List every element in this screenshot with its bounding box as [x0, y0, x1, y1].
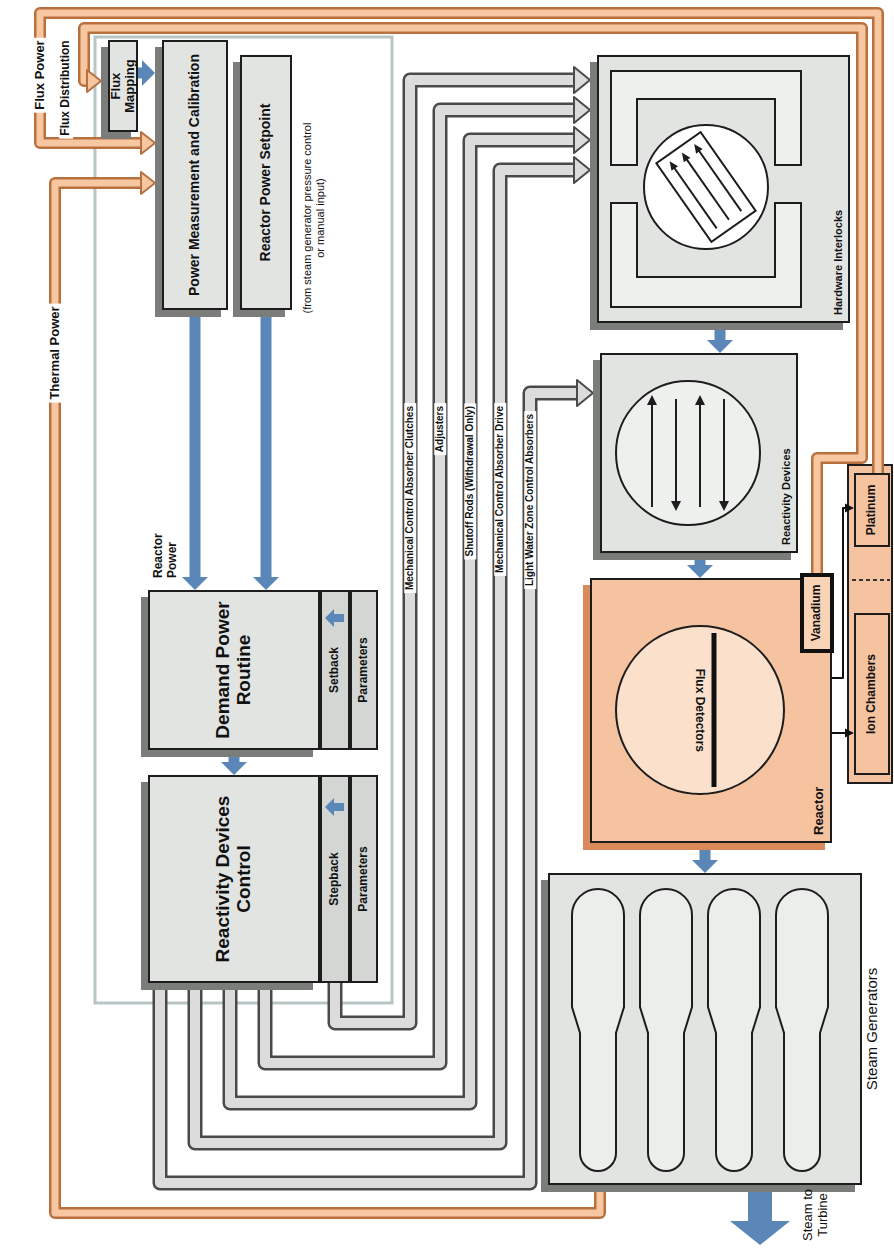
connector-line	[190, 317, 201, 578]
edge-label: Flux Distribution	[59, 37, 73, 138]
process-box: Power Measurement and Calibration	[162, 40, 228, 310]
connector	[707, 330, 733, 353]
steam-arrow	[730, 1191, 790, 1245]
connector-line	[700, 850, 711, 861]
process-box: Demand Power Routine	[148, 590, 320, 750]
arrow-head	[141, 172, 155, 194]
node-label: Hardware Interlocks	[832, 210, 844, 315]
arrow-head	[221, 762, 247, 775]
connector	[253, 317, 279, 590]
arrow-head	[845, 504, 854, 513]
node-heading: Steam Generators	[863, 875, 880, 1183]
node-label: Reactor Power Setpoint	[258, 104, 273, 262]
process-box: Flux Mapping	[108, 40, 138, 132]
edge-label: Flux Power	[33, 37, 48, 112]
arrow-head	[845, 729, 854, 738]
interlock-box: Hardware Interlocks	[597, 55, 850, 323]
connector-line	[715, 330, 726, 341]
node-label: Setback	[328, 647, 341, 693]
node-label: Ion Chambers	[865, 654, 878, 734]
illustration	[550, 875, 860, 1183]
connector	[55, 172, 600, 1213]
connector	[692, 850, 718, 873]
connector-line	[84, 28, 862, 573]
detector-circle: Flux Detectors	[615, 625, 785, 795]
connector	[138, 60, 155, 86]
arrow-head	[574, 157, 590, 183]
reactor-box: Reactor Flux Detectors	[590, 578, 832, 843]
detector-box: Ion Chambers	[854, 613, 890, 775]
edge-label: Mechanical Control Absorber Clutches	[404, 403, 416, 593]
node-label: Flux Mapping	[109, 48, 138, 124]
edge-label: Mechanical Control Absorber Drive	[494, 403, 506, 576]
connector-line	[55, 183, 600, 1213]
process-box: Reactivity Devices Control	[148, 775, 320, 983]
node-label: Parameters	[357, 846, 370, 911]
connector-line	[84, 28, 862, 573]
node-label: Vanadium	[810, 585, 823, 642]
arrow-head	[87, 70, 101, 92]
connector	[84, 28, 862, 573]
function-strip: Setback	[320, 590, 350, 750]
connector	[182, 317, 208, 590]
illustration	[602, 355, 796, 551]
connector-line	[195, 170, 575, 1143]
node-label: Reactivity Devices	[780, 448, 792, 545]
connector-line	[335, 80, 575, 1023]
edge-label: Thermal Power	[48, 303, 63, 402]
node-label: Reactivity Devices Control	[213, 783, 255, 975]
connector-line	[335, 80, 575, 1023]
arrow-head	[687, 565, 713, 578]
detector-box: Platinum	[854, 473, 890, 547]
node-label: Power Measurement and Calibration	[187, 54, 202, 296]
edge-label: Light Water Zone Control Absorbers	[524, 411, 536, 589]
connector	[221, 757, 247, 775]
arrow-head	[574, 67, 590, 93]
node-label: Flux Detectors	[693, 668, 706, 751]
detector-panel	[848, 465, 892, 783]
panel-divider	[852, 579, 890, 581]
function-strip: Stepback	[320, 775, 350, 983]
steam-generator-box: Steam Generators	[548, 873, 862, 1185]
arrow-head	[707, 340, 733, 353]
device-box: Reactivity Devices	[600, 353, 798, 553]
node-label: Parameters	[357, 637, 370, 702]
connector	[687, 560, 713, 578]
edge-label: Adjusters	[434, 403, 446, 455]
parameter-strip: Parameters	[350, 590, 378, 750]
node-label: Platinum	[865, 485, 878, 536]
illustration	[599, 57, 848, 321]
arrow-head	[253, 577, 279, 590]
arrow-head	[574, 97, 590, 123]
connector-line	[55, 183, 600, 1213]
process-box: Reactor Power Setpoint	[240, 55, 292, 310]
edge-label: Shutoff Rods (Withdrawal Only)	[464, 403, 476, 559]
node-label: Reactor	[812, 787, 826, 835]
note-label: Steam to Turbine	[801, 1184, 831, 1246]
detector-box: Vanadium	[800, 573, 834, 653]
arrow-head	[574, 127, 590, 153]
connector-line	[195, 170, 575, 1143]
arrow-head	[141, 132, 155, 154]
node-label: Stepback	[328, 852, 341, 905]
edge-label: Reactor Power	[152, 505, 180, 581]
arrow-head	[182, 577, 208, 590]
node-label: Demand Power Routine	[213, 598, 255, 742]
arrow-head	[142, 60, 155, 86]
parameter-strip: Parameters	[350, 775, 378, 983]
connector-line	[261, 317, 272, 578]
arrow-head	[577, 380, 593, 406]
arrow-head	[692, 860, 718, 873]
note-label: (from steam generator pressure control o…	[301, 120, 326, 316]
